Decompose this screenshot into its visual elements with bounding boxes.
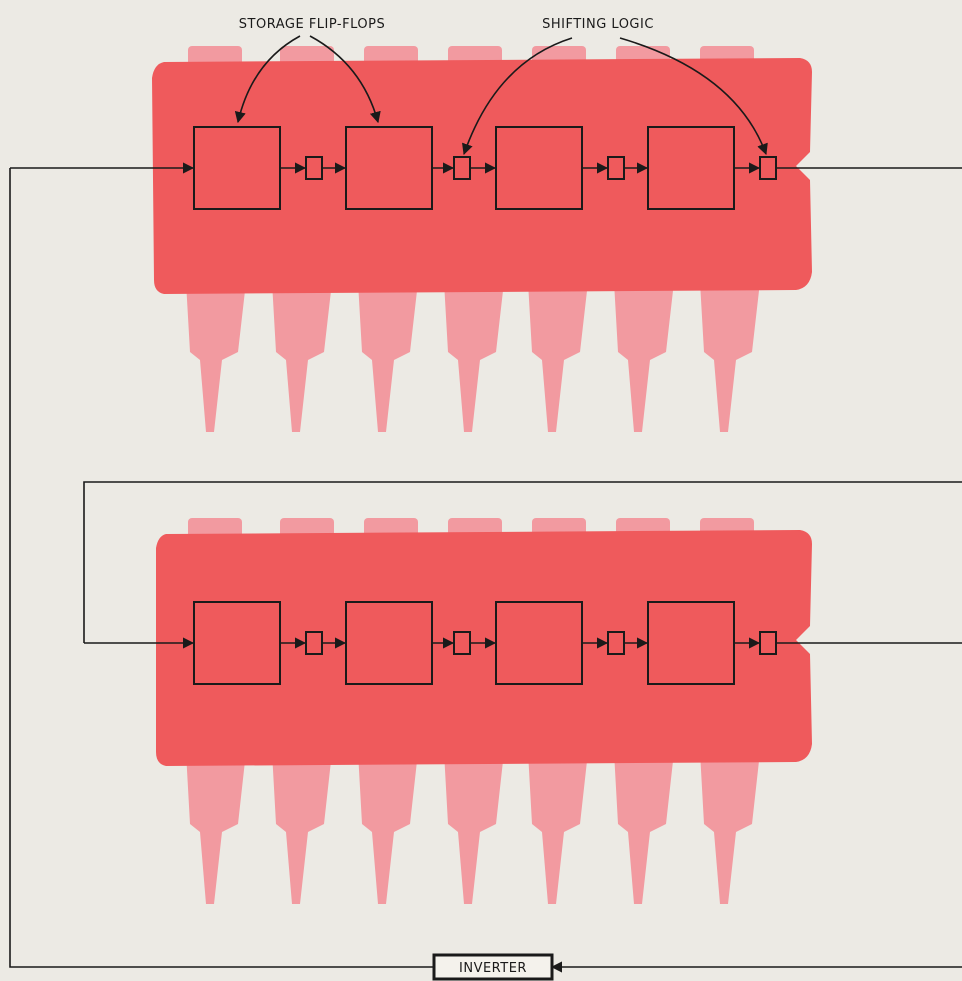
chip-2-bottom-pins: [186, 752, 760, 904]
storage-flip-flops-label: STORAGE FLIP-FLOPS: [239, 17, 385, 32]
annotation-shifting-logic: SHIFTING LOGIC: [462, 17, 768, 156]
chip-2-body: [156, 530, 812, 766]
annotation-storage-flip-flops: STORAGE FLIP-FLOPS: [234, 17, 385, 124]
chip-1-to-chip-2-wire: [83, 481, 962, 643]
inverter: INVERTER: [432, 953, 554, 981]
chip-1-body: [152, 58, 812, 294]
inverter-label: INVERTER: [459, 961, 527, 976]
feedback-wiring: [9, 162, 962, 973]
chip-1-bottom-pins: [186, 282, 760, 432]
chip-1: [152, 46, 812, 432]
shifting-logic-label: SHIFTING LOGIC: [542, 17, 654, 32]
inverter-output-wire: [9, 168, 434, 968]
inverter-box: [432, 953, 554, 981]
chip-2: [156, 518, 812, 904]
